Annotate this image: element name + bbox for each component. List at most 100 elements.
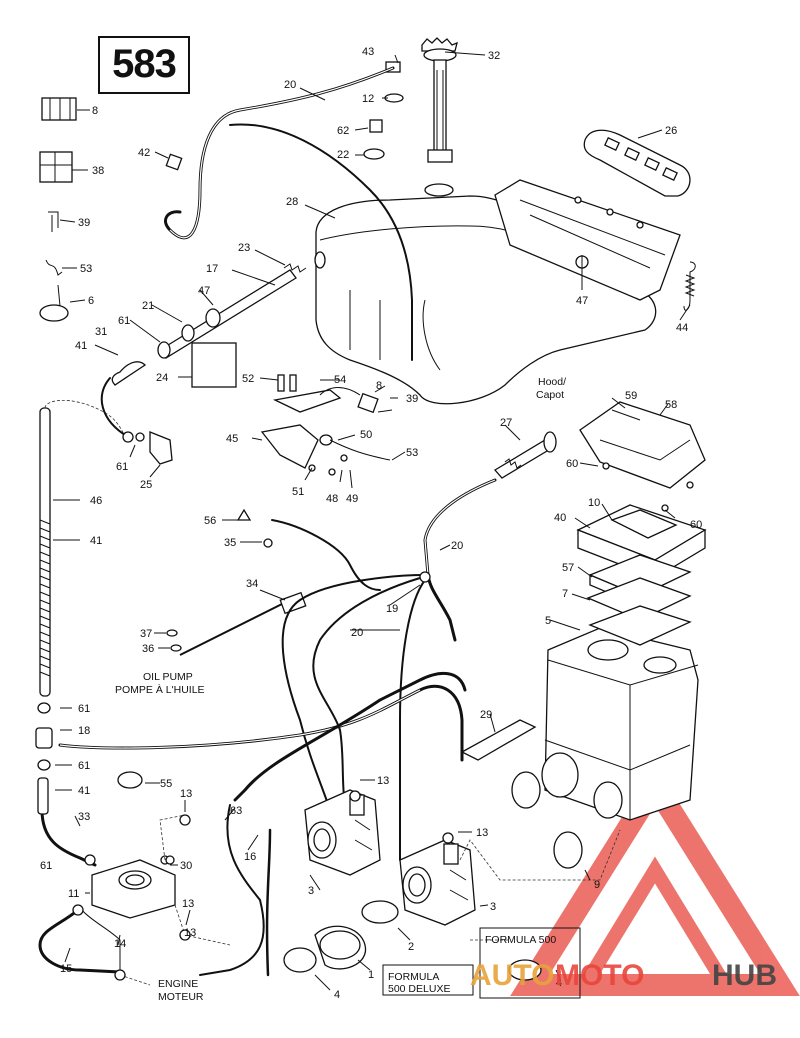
label-38: 38	[92, 165, 104, 177]
return-hose	[58, 684, 464, 762]
wiring-harness	[260, 374, 393, 476]
label-plate	[191, 342, 237, 388]
label-13e: 13	[184, 927, 196, 939]
hose-15	[38, 908, 122, 974]
label-43: 43	[362, 46, 374, 58]
label-60a: 60	[566, 458, 578, 470]
label-50: 50	[360, 429, 372, 441]
label-62: 62	[337, 125, 349, 137]
label-1: 1	[368, 969, 374, 981]
label-61b: 61	[116, 461, 128, 473]
label-16: 16	[244, 851, 256, 863]
cable-junction-34	[279, 591, 307, 615]
label-47a: 47	[198, 285, 210, 297]
label-21: 21	[142, 300, 154, 312]
label-26: 26	[665, 125, 677, 137]
label-8b: 8	[376, 380, 382, 392]
formula-500-caption: FORMULA 500	[485, 934, 556, 946]
watermark-part-3: HUB	[712, 959, 777, 992]
rubber-strap	[583, 129, 691, 197]
label-24: 24	[156, 372, 168, 384]
label-58: 58	[665, 399, 677, 411]
fuel-pump	[91, 855, 176, 919]
label-4a: 4	[334, 989, 340, 1001]
formula-500-deluxe-caption-1: FORMULA	[388, 971, 439, 983]
label-34: 34	[246, 578, 258, 590]
label-61a: 61	[118, 315, 130, 327]
watermark-part-2: MOTO	[555, 959, 644, 992]
label-32: 32	[488, 50, 500, 62]
label-23: 23	[238, 242, 250, 254]
label-40: 40	[554, 512, 566, 524]
label-18: 18	[78, 725, 90, 737]
formula-500-box	[479, 927, 581, 999]
label-25: 25	[140, 479, 152, 491]
label-60b: 60	[690, 519, 702, 531]
tie-6	[39, 284, 69, 322]
label-52: 52	[242, 373, 254, 385]
label-27: 27	[500, 417, 512, 429]
long-hose-46	[39, 407, 51, 697]
label-15: 15	[60, 963, 72, 975]
hood-caption-en: Hood/	[538, 376, 566, 388]
formula-500-deluxe-caption-2: 500 DELUXE	[388, 983, 450, 995]
label-59: 59	[625, 390, 637, 402]
throttle-27	[493, 431, 557, 479]
label-41b: 41	[90, 535, 102, 547]
label-54: 54	[334, 374, 346, 386]
connector-38	[39, 151, 73, 183]
label-29: 29	[480, 709, 492, 721]
label-53b: 53	[406, 447, 418, 459]
watermark-part-1: AUTO	[470, 959, 554, 992]
label-37: 37	[140, 628, 152, 640]
spring	[683, 261, 696, 311]
label-61e: 61	[40, 860, 52, 872]
watermark-logo	[510, 764, 800, 996]
bracket-29	[460, 719, 537, 761]
air-silencer	[541, 627, 699, 821]
fuel-gauge	[421, 37, 458, 163]
watermark-text: AUTO MOTO HUB	[470, 959, 777, 992]
label-10: 10	[588, 497, 600, 509]
fuel-pickup	[111, 263, 307, 386]
label-20c: 20	[351, 627, 363, 639]
fitting-18	[35, 702, 53, 771]
engine-caption-fr: MOTEUR	[158, 991, 204, 1003]
label-20a: 20	[284, 79, 296, 91]
t-fitting-19	[419, 571, 431, 583]
label-47b: 47	[576, 295, 588, 307]
label-20b: 20	[451, 540, 463, 552]
label-17: 17	[206, 263, 218, 275]
hose-41-upper	[100, 377, 129, 438]
label-63: 63	[230, 805, 242, 817]
label-31: 31	[95, 326, 107, 338]
hood-caption-fr: Capot	[536, 389, 564, 401]
label-39a: 39	[78, 217, 90, 229]
fuel-hose-16	[233, 671, 467, 802]
page-number: 583	[112, 42, 177, 86]
label-41a: 41	[75, 340, 87, 352]
leader-lines	[53, 51, 691, 991]
label-56: 56	[204, 515, 216, 527]
connector-8	[41, 97, 77, 121]
label-5: 5	[545, 615, 551, 627]
oil-cable	[271, 519, 381, 591]
label-13d: 13	[476, 827, 488, 839]
label-4b: 4	[556, 977, 562, 989]
carb-adaptors	[283, 900, 542, 981]
label-28: 28	[286, 196, 298, 208]
label-22: 22	[337, 149, 349, 161]
label-42: 42	[138, 147, 150, 159]
filter-stack	[576, 504, 707, 646]
oil-pump-caption-en: OIL PUMP	[143, 671, 193, 683]
clamp-9a	[511, 771, 541, 809]
label-30: 30	[180, 860, 192, 872]
elbow	[165, 153, 183, 171]
oil-fitting-56	[236, 508, 273, 548]
label-36: 36	[142, 643, 154, 655]
oil-pump-caption-fr: POMPE À L'HUILE	[115, 683, 205, 696]
label-48: 48	[326, 493, 338, 505]
label-13a: 13	[180, 788, 192, 800]
label-3a: 3	[308, 885, 314, 897]
